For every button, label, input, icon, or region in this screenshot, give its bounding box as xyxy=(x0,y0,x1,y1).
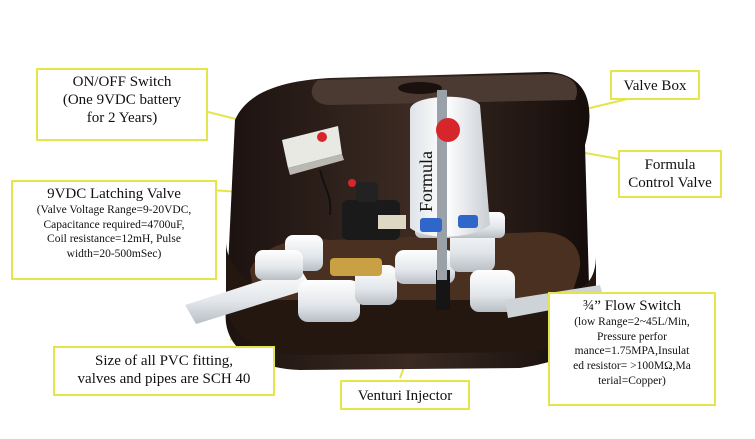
latching-valve-device xyxy=(342,179,406,240)
callout-detail: Capacitance required=4700uF, xyxy=(43,218,185,231)
callout-latching-valve: 9VDC Latching Valve (Valve Voltage Range… xyxy=(11,180,217,280)
callout-detail: terial=Copper) xyxy=(598,374,666,387)
on-off-switch-device xyxy=(282,126,344,216)
callout-detail: (Valve Voltage Range=9-20VDC, xyxy=(36,204,192,216)
callout-pvc-fittings: Size of all PVC fitting, valves and pipe… xyxy=(53,346,275,396)
callout-line: Formula xyxy=(644,157,696,173)
callout-detail: width=20-500mSec) xyxy=(66,248,162,261)
callout-valve-box: Valve Box xyxy=(610,70,700,100)
callout-line: valves and pipes are SCH 40 xyxy=(77,371,251,387)
formula-valve-knob-icon xyxy=(436,118,460,142)
callout-line: ON/OFF Switch xyxy=(72,74,172,90)
callout-line: Size of all PVC fitting, xyxy=(95,353,233,369)
callout-detail: ed resistor= >100MΩ,Ma xyxy=(573,360,691,373)
switch-red-button-icon xyxy=(317,132,327,142)
bottle-label: Formula xyxy=(416,151,436,212)
callout-title: 9VDC Latching Valve xyxy=(47,186,181,202)
callout-detail: Coil resistance=12mH, Pulse xyxy=(47,233,181,246)
callout-line: Venturi Injector xyxy=(357,388,453,404)
callout-formula-control-valve: Formula Control Valve xyxy=(618,150,722,198)
callout-line: (One 9VDC battery xyxy=(62,92,182,108)
formula-bottle: Formula xyxy=(410,90,490,280)
callout-line: for 2 Years) xyxy=(86,110,158,126)
callout-detail: (low Range=2~45L/Min, xyxy=(574,316,690,328)
callout-line: Control Valve xyxy=(628,175,712,191)
callout-detail: Pressure perfor xyxy=(597,330,667,343)
callout-line: Valve Box xyxy=(623,78,687,94)
callout-title: ¾” Flow Switch xyxy=(583,298,681,314)
callout-on-off-switch: ON/OFF Switch (One 9VDC battery for 2 Ye… xyxy=(36,68,208,141)
callout-flow-switch: ¾” Flow Switch (low Range=2~45L/Min, Pre… xyxy=(548,292,716,406)
callout-detail: mance=1.75MPA,Insulat xyxy=(574,345,690,358)
blue-handle-icon xyxy=(420,218,442,232)
callout-venturi-injector: Venturi Injector xyxy=(340,380,470,410)
